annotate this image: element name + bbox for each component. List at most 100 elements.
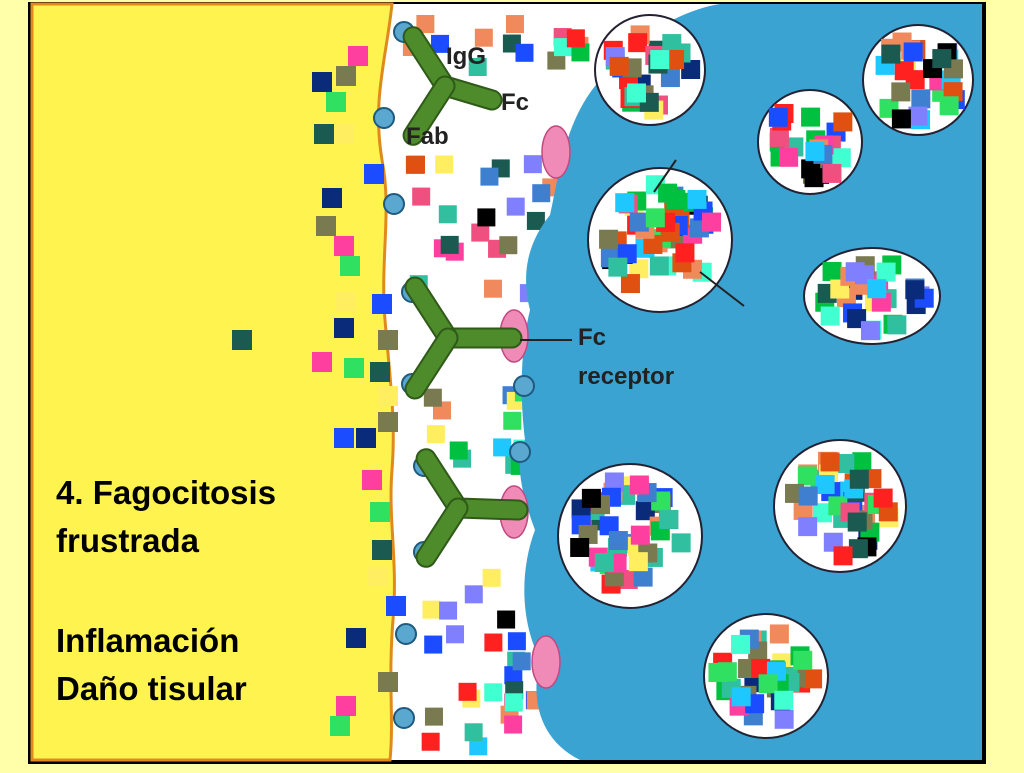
vacuole-granule xyxy=(608,531,628,551)
vacuole-granule xyxy=(831,148,851,168)
phagocytic-vacuoles xyxy=(557,14,974,739)
vacuole-granule xyxy=(671,533,691,553)
surface-granule xyxy=(368,566,388,586)
title-line-1: 4. Fagocitosis xyxy=(56,474,276,511)
interstitial-granule xyxy=(493,438,512,457)
interstitial-granule xyxy=(426,425,445,444)
antigen-ball xyxy=(513,375,535,397)
interstitial-granule xyxy=(506,197,525,216)
interstitial-granule xyxy=(512,652,531,671)
surface-granule xyxy=(312,352,332,372)
surface-granule xyxy=(348,46,368,66)
antibody-fab-arm xyxy=(406,329,457,398)
interstitial-granule xyxy=(523,155,542,174)
vacuole-granule xyxy=(848,539,868,559)
vacuole-granule xyxy=(804,168,824,188)
vacuole-granule xyxy=(833,112,853,132)
vacuole-granule xyxy=(629,259,649,279)
vacuole-granule xyxy=(731,687,751,707)
vacuole xyxy=(803,247,941,345)
vacuole-granule xyxy=(798,486,818,506)
interstitial-granule xyxy=(422,600,441,619)
effect-line-1: Inflamación xyxy=(56,622,239,659)
vacuole-granule xyxy=(628,552,648,572)
vacuole-granule xyxy=(911,89,931,109)
surface-granule xyxy=(336,696,356,716)
vacuole-granule xyxy=(751,658,771,678)
effect-line-2: Daño tisular xyxy=(56,670,247,707)
interstitial-granule xyxy=(412,187,431,206)
interstitial-granule xyxy=(505,15,524,34)
vacuole-granule xyxy=(847,512,867,532)
vacuole-granule xyxy=(570,537,590,557)
interstitial-granule xyxy=(423,388,442,407)
vacuole-granule xyxy=(702,212,722,232)
interstitial-granule xyxy=(497,610,516,629)
surface-granule xyxy=(370,362,390,382)
label-fc: Fc xyxy=(501,89,529,116)
vacuole-granule xyxy=(604,472,624,492)
interstitial-granule xyxy=(438,205,457,224)
vacuole-granule xyxy=(633,567,653,587)
interstitial-granule xyxy=(504,693,523,712)
vacuole-granule xyxy=(881,44,901,64)
antigen-ball xyxy=(373,107,395,129)
antigen-ball xyxy=(395,623,417,645)
surface-granule xyxy=(322,188,342,208)
fc-receptor xyxy=(531,635,561,689)
interstitial-granule xyxy=(571,43,590,62)
vacuole-granule xyxy=(803,669,823,689)
interstitial-granule xyxy=(458,682,477,701)
vacuole-granule xyxy=(769,624,789,644)
vacuole-granule xyxy=(801,107,821,127)
vacuole-granule xyxy=(820,306,840,326)
vacuole-granule xyxy=(615,193,635,213)
antibody xyxy=(404,276,523,400)
interstitial-granule xyxy=(484,683,503,702)
interstitial-granule xyxy=(435,155,454,174)
vacuole-granule xyxy=(608,257,628,277)
vacuole-granule xyxy=(687,189,707,209)
vacuole-granule xyxy=(658,183,678,203)
vacuole-granule xyxy=(891,82,911,102)
vacuole-granule xyxy=(793,500,813,520)
antibody xyxy=(402,26,503,146)
surface-granule xyxy=(336,292,356,312)
vacuole xyxy=(594,14,706,126)
interstitial-granule xyxy=(421,732,440,751)
interstitial-granule xyxy=(504,666,523,685)
igg-antibodies xyxy=(402,26,529,568)
tissue-granules xyxy=(232,46,406,736)
antibody-fab-arm xyxy=(404,77,454,144)
surface-granule xyxy=(232,330,252,350)
vacuole-granule xyxy=(626,83,646,103)
vacuole-granule xyxy=(822,163,842,183)
vacuole-granule xyxy=(805,141,825,161)
vacuole-granule xyxy=(599,516,619,536)
interstitial-granule xyxy=(468,58,487,77)
vacuole-granule xyxy=(758,674,778,694)
surface-granule xyxy=(336,66,356,86)
vacuole-granule xyxy=(891,109,911,129)
interstitial-granule xyxy=(515,43,534,62)
antigen-ball xyxy=(509,441,531,463)
antigen-ball xyxy=(383,193,405,215)
interstitial-granule xyxy=(424,635,443,654)
interstitial-granule xyxy=(480,167,499,186)
surface-granule xyxy=(372,540,392,560)
vacuole-granule xyxy=(860,321,880,341)
label-fc-receptor-1: Fc xyxy=(578,324,606,351)
interstitial-granule xyxy=(464,723,483,742)
vacuole-granule xyxy=(609,56,629,76)
vacuole-granule xyxy=(594,552,614,572)
vacuole xyxy=(773,439,907,573)
vacuole-granule xyxy=(849,469,869,489)
vacuole-granule xyxy=(833,546,853,566)
interstitial-granule xyxy=(484,633,503,652)
vacuole-granule xyxy=(645,208,665,228)
interstitial-granule xyxy=(439,601,458,620)
surface-granule xyxy=(378,386,398,406)
title-line-2: frustrada xyxy=(56,522,200,559)
vacuole-granule xyxy=(905,280,925,300)
